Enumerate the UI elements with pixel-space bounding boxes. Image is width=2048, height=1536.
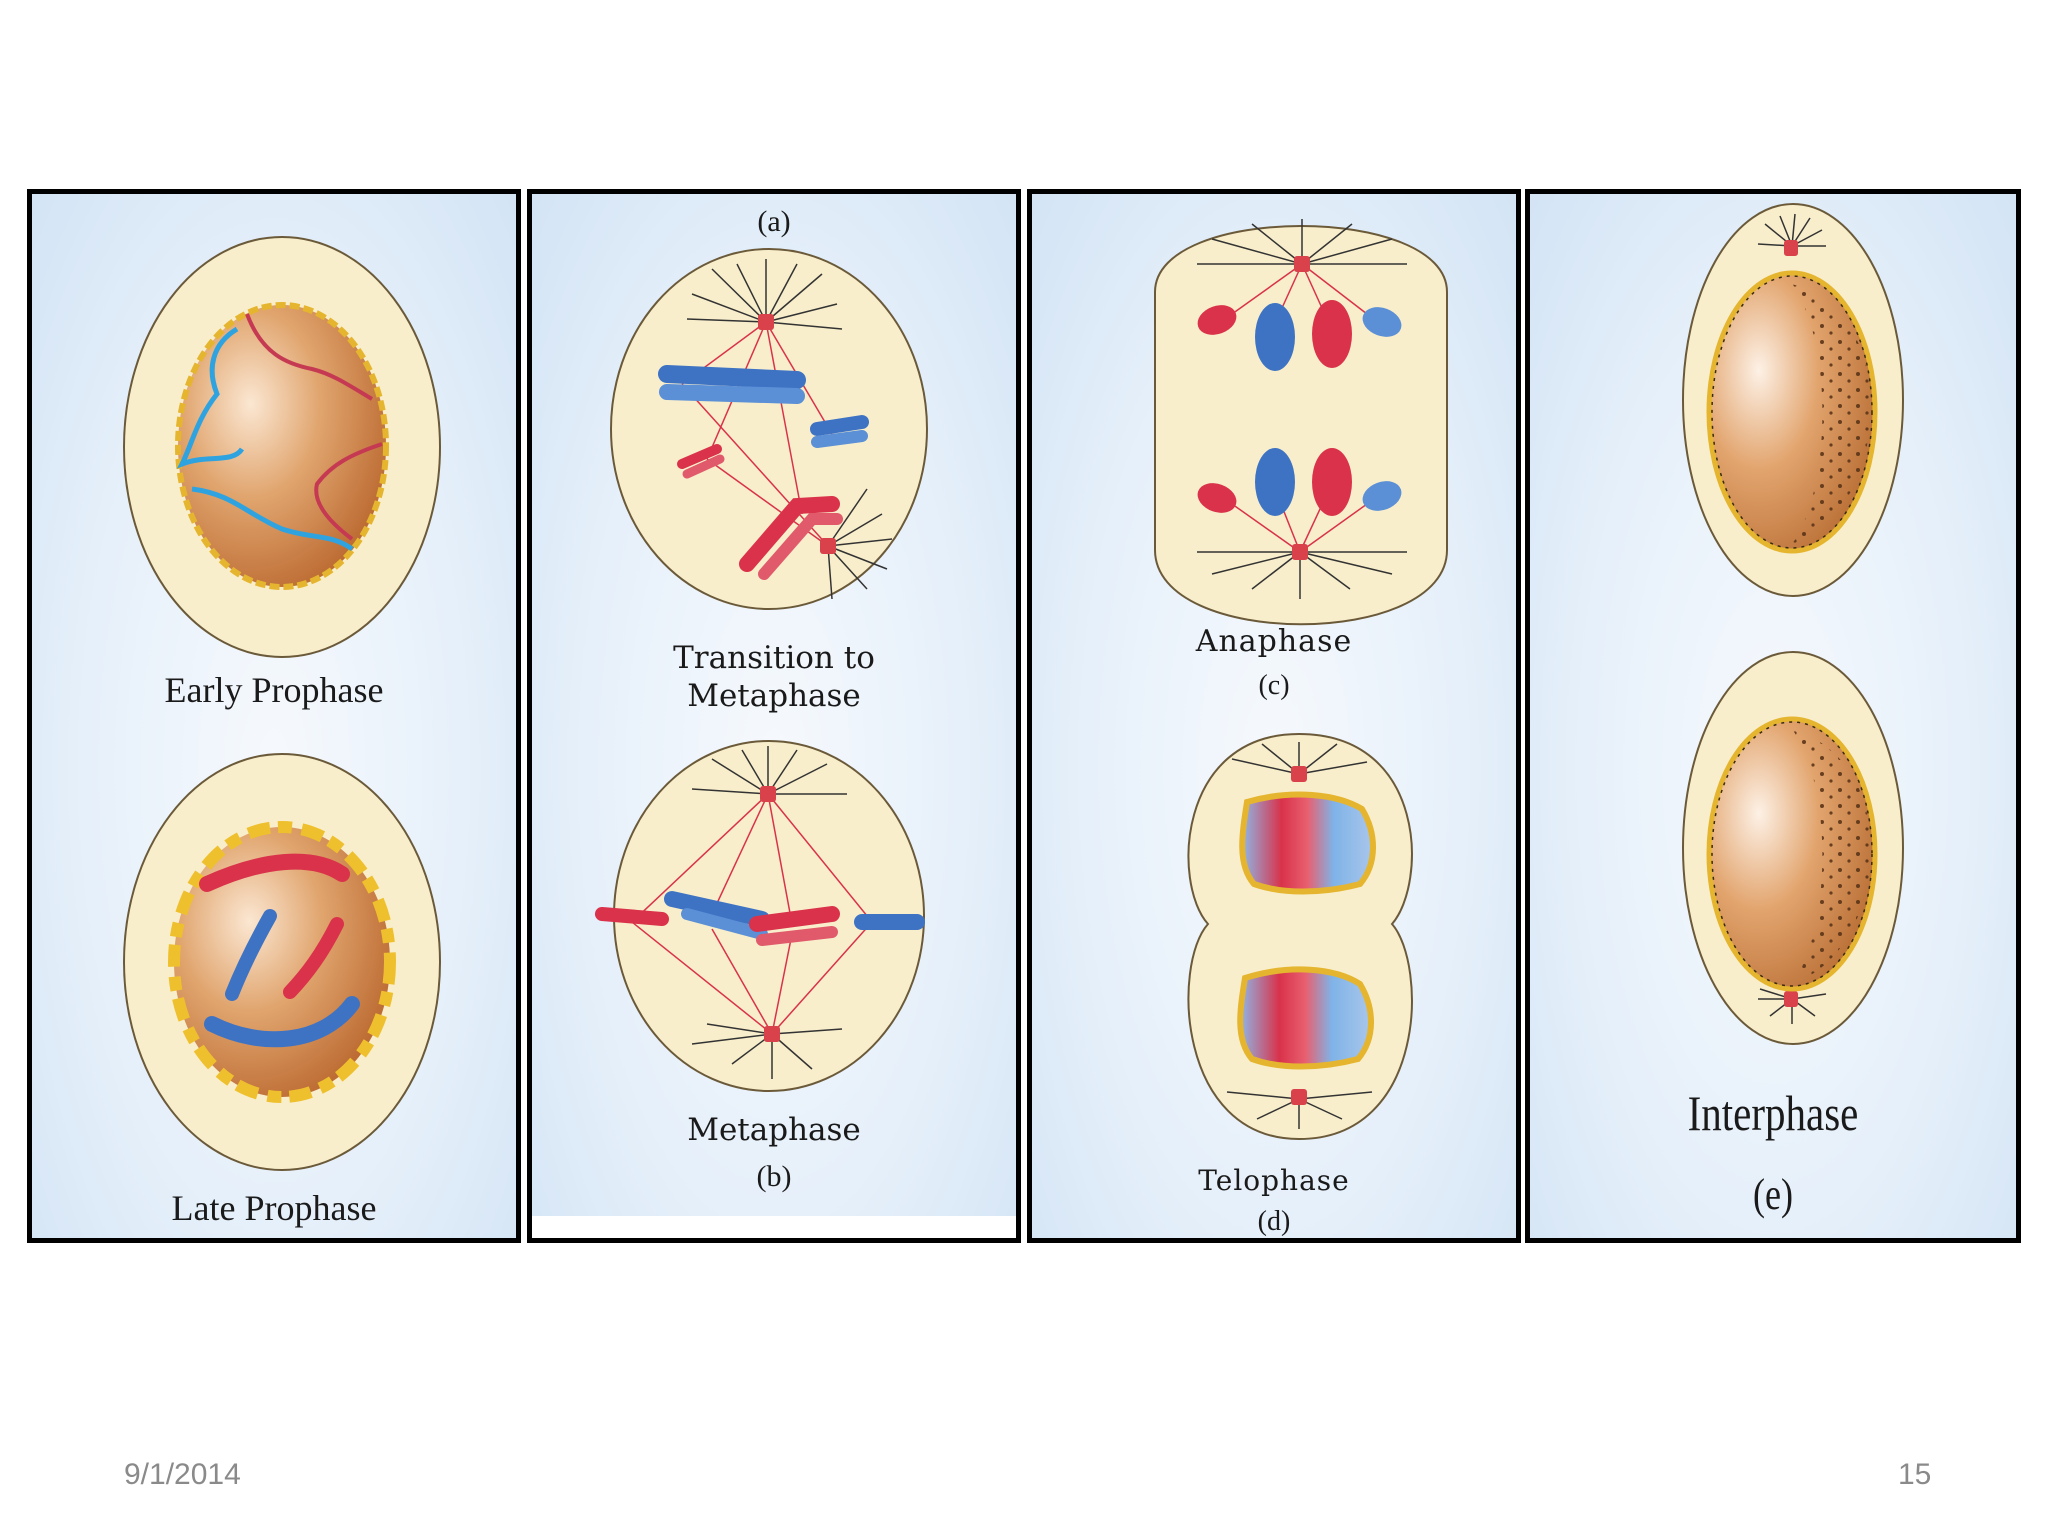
panel-metaphase: (a) Transition to Metaphase Metaphase (b… xyxy=(527,189,1021,1243)
panel-interphase: Interphase (e) xyxy=(1525,189,2021,1243)
tag-c: (c) xyxy=(1258,670,1290,701)
interphase-illustration xyxy=(1682,203,1904,1045)
interphase-cell-bottom xyxy=(1682,651,1904,1045)
anaphase-telophase-illustration xyxy=(1154,219,1448,1141)
interphase-label: Interphase xyxy=(1687,1085,1859,1141)
tag-d: (d) xyxy=(1257,1206,1291,1237)
late-prophase-cell xyxy=(123,753,441,1171)
early-prophase-cell xyxy=(123,236,441,658)
tag-a: (a) xyxy=(757,205,791,238)
panel-prophase: Early Prophase Late Prophase xyxy=(27,189,521,1243)
panel-bottom-strip xyxy=(532,1216,1016,1238)
early-prophase-label: Early Prophase xyxy=(164,670,384,710)
interphase-cell-top xyxy=(1682,203,1904,597)
slide-number: 15 xyxy=(1898,1458,1932,1491)
panel-anaphase-telophase: Anaphase (c) Telophase (d) xyxy=(1027,189,1521,1243)
telophase-cell xyxy=(1187,732,1413,1141)
telophase-label: Telophase xyxy=(1198,1164,1350,1197)
metaphase-label: Metaphase xyxy=(687,1112,861,1148)
late-prophase-label: Late Prophase xyxy=(171,1188,377,1228)
prophase-illustration xyxy=(123,236,441,1171)
anaphase-label: Anaphase xyxy=(1195,624,1353,659)
transition-cell xyxy=(610,248,928,610)
transition-label: Transition to Metaphase xyxy=(673,640,875,714)
metaphase-cell xyxy=(595,740,925,1092)
anaphase-cell xyxy=(1154,219,1448,626)
tag-e: (e) xyxy=(1752,1170,1794,1219)
metaphase-illustration xyxy=(595,248,928,1092)
footer-date: 9/1/2014 xyxy=(124,1458,241,1491)
tag-b: (b) xyxy=(756,1160,792,1193)
